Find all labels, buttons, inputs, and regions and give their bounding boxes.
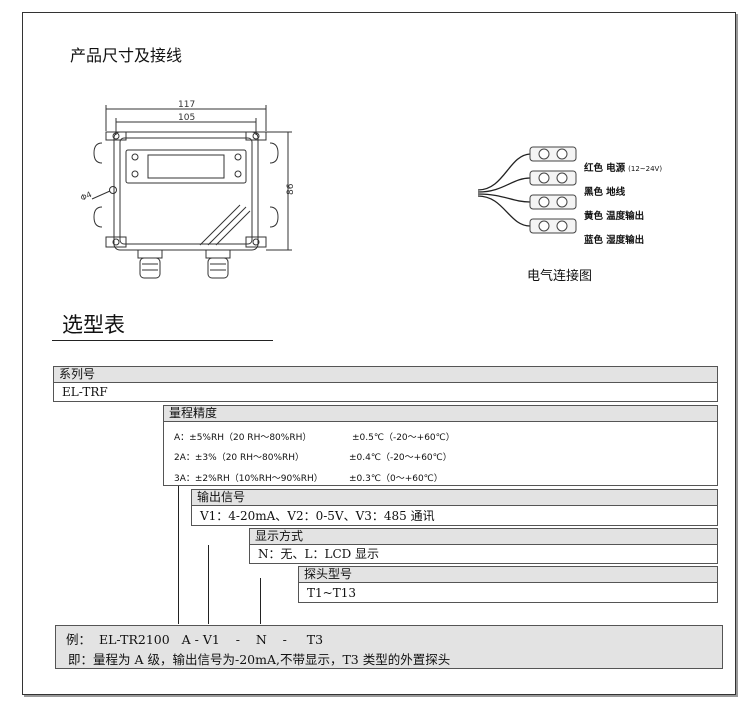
selection-title: 选型表 xyxy=(62,313,125,337)
display-header: 显示方式 xyxy=(249,528,718,545)
dim-117-label: 117 xyxy=(178,100,195,110)
accuracy-row-3a-temp: ±0.3℃（0～+60℃） xyxy=(349,474,443,484)
example-box: 例： EL-TR2100 A - V1 - N - T3 即：量程为 A 级，输… xyxy=(55,625,723,669)
wiring-diagram xyxy=(477,146,577,234)
dim-86-label: 86 xyxy=(286,183,296,195)
wire-label-blue: 蓝色 湿度输出 xyxy=(584,235,645,246)
wire-label-black: 黑色 地线 xyxy=(584,187,626,198)
accuracy-header: 量程精度 xyxy=(163,405,718,422)
example-line-2: 即：量程为 A 级，输出信号为-20mA,不带显示，T3 类型的外置探头 xyxy=(68,652,451,667)
frame-shadow-bottom xyxy=(24,695,738,697)
selection-title-underline xyxy=(52,340,273,341)
wire-label-red: 红色 电源 (12~24V) xyxy=(584,163,663,174)
enclosure-drawing: 117 105 86 Φ4 xyxy=(80,100,296,279)
accuracy-row-2a-temp: ±0.4℃（-20～+60℃） xyxy=(349,453,452,463)
example-line-1: 例： EL-TR2100 A - V1 - N - T3 xyxy=(66,632,324,647)
accuracy-body xyxy=(163,422,718,486)
output-header: 输出信号 xyxy=(191,489,718,506)
dim-hole-label: Φ4 xyxy=(80,190,93,203)
accuracy-row-3a-code: 3A：±2%RH（10%RH～90%RH） xyxy=(174,474,323,484)
connector-line-accuracy xyxy=(178,486,179,624)
wiring-caption: 电气连接图 xyxy=(527,269,593,284)
frame-shadow-right xyxy=(736,14,738,697)
probe-value: T1~T13 xyxy=(298,583,718,603)
page-frame xyxy=(22,12,736,695)
probe-header: 探头型号 xyxy=(298,566,718,583)
series-header: 系列号 xyxy=(53,366,718,383)
dimensions-heading: 产品尺寸及接线 xyxy=(70,46,183,65)
accuracy-row-2a-code: 2A：±3%（20 RH～80%RH） xyxy=(174,453,305,463)
display-value: N：无、L：LCD 显示 xyxy=(249,545,718,564)
output-value: V1：4-20mA、V2：0-5V、V3：485 通讯 xyxy=(191,506,718,526)
series-value: EL-TRF xyxy=(53,383,718,402)
connector-line-display xyxy=(260,578,261,624)
accuracy-row-a-code: A：±5%RH（20 RH～80%RH） xyxy=(174,433,312,443)
dim-105-label: 105 xyxy=(178,113,195,123)
accuracy-row-a-temp: ±0.5℃（-20～+60℃） xyxy=(352,433,455,443)
connector-line-output xyxy=(208,545,209,624)
wire-label-yellow: 黄色 温度输出 xyxy=(584,211,645,222)
